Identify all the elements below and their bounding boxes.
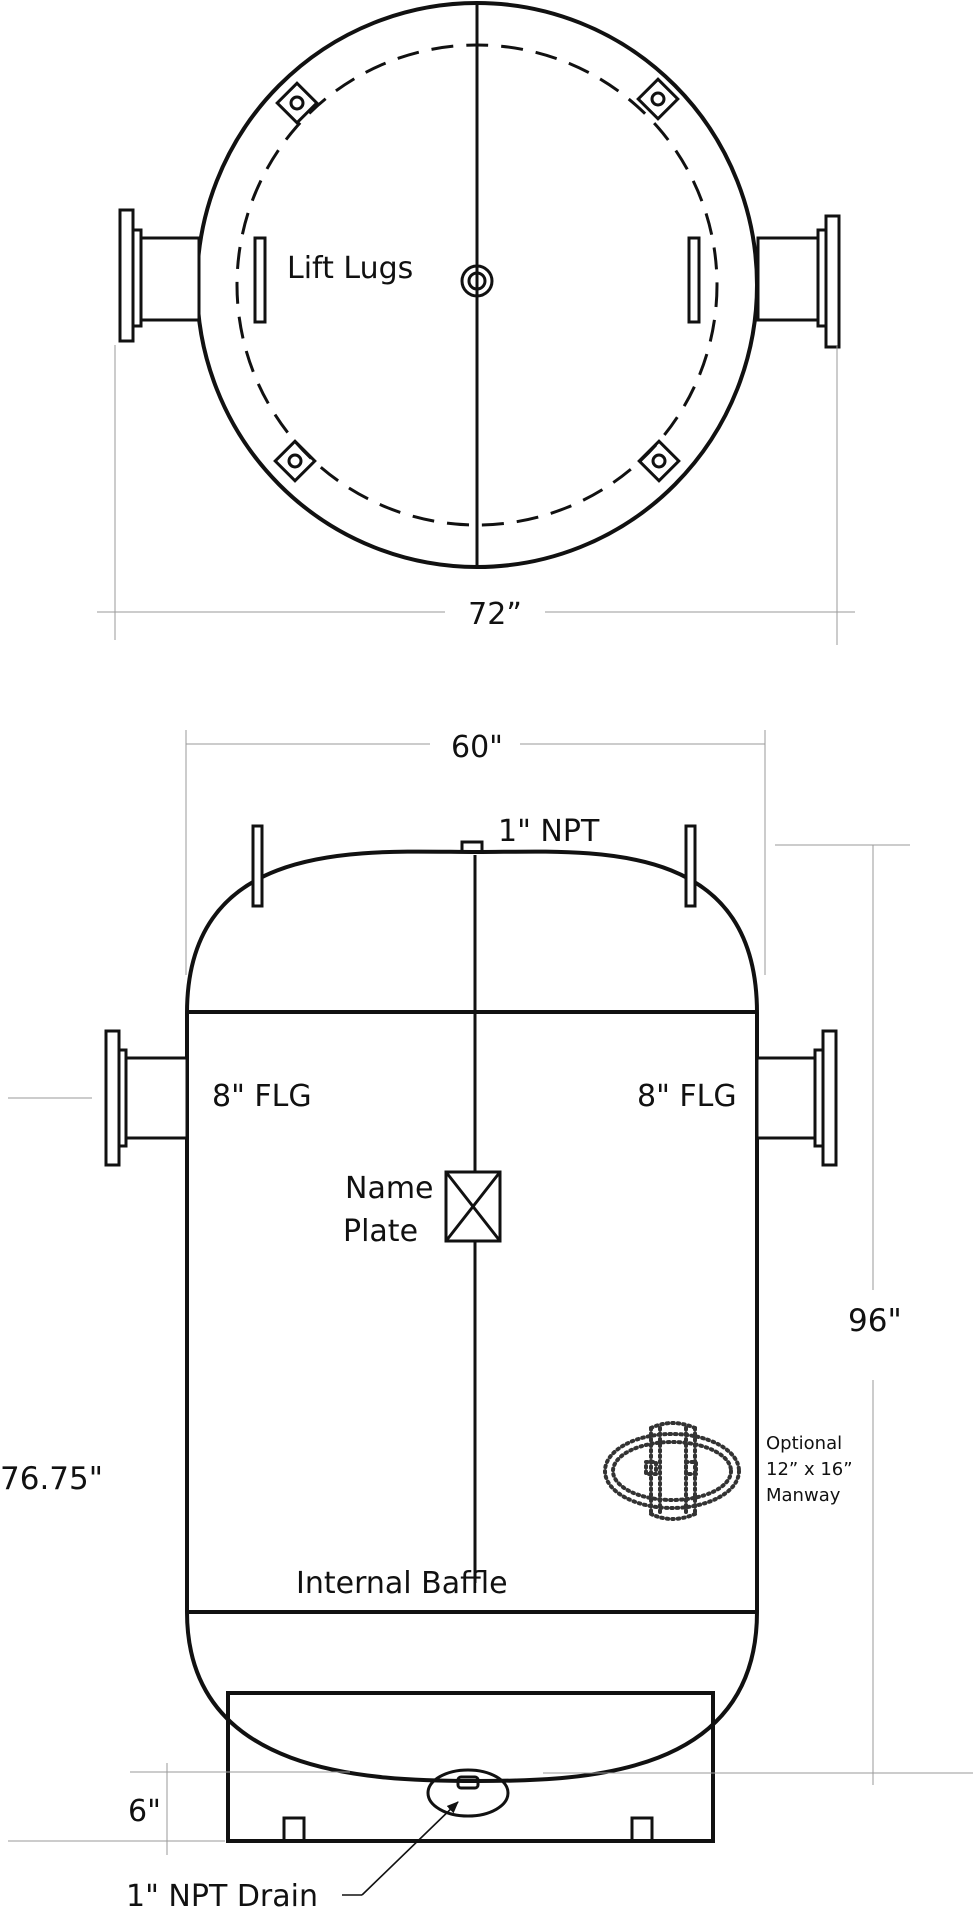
lift-lug-left-icon xyxy=(253,236,267,324)
base-foot-left-icon xyxy=(282,1816,306,1843)
base-height-label: 6" xyxy=(128,1794,161,1829)
side-left-flange xyxy=(104,1029,189,1167)
manway-label-line3: Manway xyxy=(766,1485,841,1506)
base-foot-right-icon xyxy=(630,1816,654,1843)
bolt-diamond-icon xyxy=(273,439,317,483)
top-view-center-nozzle-inner xyxy=(467,271,487,291)
manway-icon xyxy=(603,1421,741,1521)
side-lift-lug-left-icon xyxy=(251,824,264,908)
left-flange-label: 8" FLG xyxy=(212,1079,312,1114)
drain-leader-arrow xyxy=(361,1801,459,1896)
manway-label-line2: 12” x 16” xyxy=(766,1459,853,1480)
side-right-flange xyxy=(755,1029,838,1167)
vessel-base-skirt xyxy=(226,1691,715,1843)
top-nozzle-icon xyxy=(460,840,484,854)
lift-lug-right-icon xyxy=(687,236,701,324)
side-height-label: 96" xyxy=(848,1303,902,1339)
vessel-shell xyxy=(185,849,759,1784)
lift-lugs-label: Lift Lugs xyxy=(287,251,413,286)
top-view-left-flange xyxy=(118,208,201,343)
bolt-diamond-icon xyxy=(636,77,680,121)
right-flange-label: 8" FLG xyxy=(637,1079,737,1114)
top-view-center-nozzle-icon xyxy=(460,264,494,298)
top-view-right-flange xyxy=(756,214,841,349)
bolt-diamond-icon xyxy=(275,81,319,125)
top-view: Lift Lugs 72” xyxy=(97,1,855,645)
drain-nozzle-icon xyxy=(456,1775,480,1790)
side-width-dimension xyxy=(185,730,766,975)
manway-label-line1: Optional xyxy=(766,1433,842,1454)
side-height-dimension xyxy=(543,844,973,1785)
side-width-label: 60" xyxy=(451,730,503,765)
internal-baffle-label: Internal Baffle xyxy=(296,1566,508,1601)
drain-outlet-icon xyxy=(426,1768,510,1818)
bolt-diamond-icon xyxy=(637,439,681,483)
name-plate-label-line1: Name xyxy=(345,1171,434,1206)
top-view-width-dimension: 72” xyxy=(97,345,855,645)
side-lift-lug-right-icon xyxy=(684,824,697,908)
top-nozzle-label: 1" NPT xyxy=(498,814,600,849)
side-view: 60" 1" NPT 8" FLG 8" FLG Name Plate 96" … xyxy=(0,730,973,1913)
top-view-width-label: 72” xyxy=(468,597,522,632)
drain-label: 1" NPT Drain xyxy=(126,1879,318,1913)
name-plate-icon xyxy=(444,1170,502,1243)
base-height-dimension xyxy=(8,1763,350,1855)
nozzle-height-label: 76.75" xyxy=(0,1461,103,1497)
name-plate-label-line2: Plate xyxy=(343,1214,418,1249)
